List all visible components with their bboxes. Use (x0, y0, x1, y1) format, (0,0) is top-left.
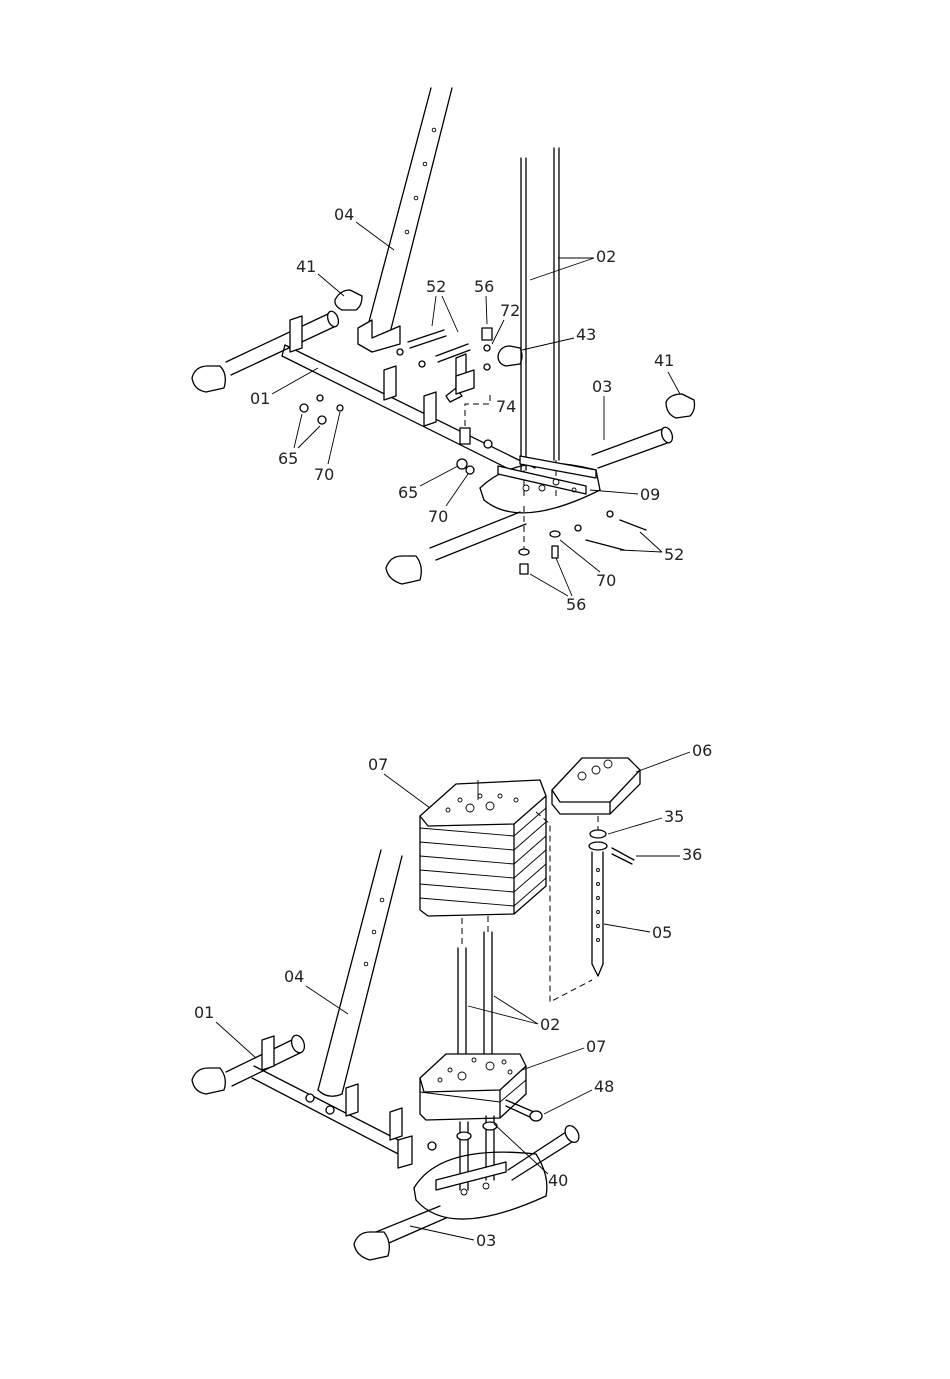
part-07-weight-stack-lower (420, 1054, 542, 1121)
label-04: 04 (334, 205, 354, 224)
label-06: 06 (692, 741, 712, 760)
part-01-base-beam (192, 290, 535, 480)
part-04-upright-tube (358, 88, 452, 352)
label-05: 05 (652, 923, 672, 942)
label-52: 52 (426, 277, 446, 296)
label-03-lower: 03 (476, 1231, 496, 1250)
part-05-selector-rod (589, 830, 634, 976)
label-07-lower: 07 (586, 1037, 606, 1056)
label-65-lower: 65 (398, 483, 418, 502)
part-04-upright-tube-lower (318, 850, 402, 1096)
part-06-top-plate (552, 758, 640, 830)
label-72: 72 (500, 301, 520, 320)
label-48: 48 (594, 1077, 614, 1096)
bottom-assembly-view: 07 06 35 36 05 04 01 02 07 48 40 03 (192, 741, 712, 1260)
part-02-guide-rods (521, 148, 559, 500)
label-74: 74 (496, 397, 516, 416)
top-exploded-view: 04 41 52 56 72 02 43 03 41 01 74 65 70 (192, 88, 695, 614)
hardware-small-parts (300, 328, 522, 474)
label-02-lower: 02 (540, 1015, 560, 1034)
label-03: 03 (592, 377, 612, 396)
label-01: 01 (250, 389, 270, 408)
label-09: 09 (640, 485, 660, 504)
label-56-bottom: 56 (566, 595, 586, 614)
label-35: 35 (664, 807, 684, 826)
part-01-base-lower (192, 1033, 436, 1168)
label-56: 56 (474, 277, 494, 296)
label-07: 07 (368, 755, 388, 774)
label-43: 43 (576, 325, 596, 344)
label-70: 70 (314, 465, 334, 484)
label-70-rear: 70 (596, 571, 616, 590)
label-52-rear: 52 (664, 545, 684, 564)
label-40: 40 (548, 1171, 568, 1190)
label-41-rear: 41 (654, 351, 674, 370)
part-07-weight-stack-upper (420, 780, 592, 1002)
label-70-lower: 70 (428, 507, 448, 526)
label-02: 02 (596, 247, 616, 266)
label-04-lower: 04 (284, 967, 304, 986)
top-part-labels: 04 41 52 56 72 02 43 03 41 01 74 65 70 (250, 205, 684, 614)
label-41: 41 (296, 257, 316, 276)
label-65: 65 (278, 449, 298, 468)
label-36: 36 (682, 845, 702, 864)
label-01-lower: 01 (194, 1003, 214, 1022)
